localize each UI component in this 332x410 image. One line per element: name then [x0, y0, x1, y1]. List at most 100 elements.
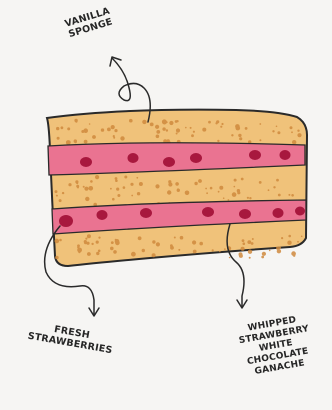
sponge-dot	[273, 186, 275, 188]
sponge-dot	[219, 251, 221, 253]
sponge-dot	[297, 241, 299, 243]
strawberry	[202, 207, 214, 217]
sponge-dot	[299, 135, 301, 137]
strawberry	[273, 208, 284, 218]
sponge-dot	[288, 194, 290, 196]
strawberry	[163, 157, 175, 167]
sponge-dot	[78, 251, 80, 253]
sponge-dot	[212, 249, 214, 251]
sponge-dot	[131, 195, 133, 197]
sponge-dot	[229, 257, 231, 259]
sponge-dot	[236, 126, 241, 131]
sponge-dot	[259, 181, 262, 184]
sponge-dot	[55, 239, 60, 244]
sponge-dot	[276, 247, 279, 250]
sponge-dot	[174, 237, 176, 239]
sponge-dot	[185, 127, 187, 129]
sponge-dot	[87, 234, 91, 238]
sponge-dot	[278, 194, 281, 197]
sponge-dot	[91, 243, 93, 245]
strawberry	[295, 207, 305, 216]
sponge-dot	[112, 198, 115, 201]
strawberry	[97, 210, 108, 220]
sponge-dot	[84, 187, 88, 191]
sponge-dot	[218, 191, 220, 193]
strawberry	[140, 208, 152, 218]
sponge-dot	[113, 250, 117, 254]
sponge-dot	[162, 127, 165, 130]
sponge-dot	[192, 240, 196, 244]
sponge-dot	[223, 197, 225, 199]
sponge-dot	[292, 140, 296, 144]
sponge-dot	[130, 183, 133, 186]
sponge-dot	[92, 135, 96, 139]
sponge-dot	[293, 255, 295, 257]
sponge-dot	[301, 236, 303, 238]
sponge-dot	[83, 128, 88, 133]
sponge-dot	[95, 175, 99, 179]
strawberry	[59, 215, 73, 227]
sponge-dot	[205, 188, 207, 190]
strawberry	[249, 150, 261, 160]
sponge-dot	[78, 246, 80, 248]
sponge-dot	[67, 127, 70, 130]
sponge-dot	[215, 122, 217, 124]
sponge-dot	[175, 120, 178, 123]
sponge-dot	[55, 190, 58, 193]
sponge-dot	[221, 123, 223, 125]
sponge-dot	[220, 126, 222, 128]
sponge-dot	[110, 188, 112, 190]
sponge-dot	[288, 235, 291, 238]
sponge-dot	[262, 252, 266, 256]
sponge-dot	[237, 191, 240, 194]
sponge-dot	[268, 189, 270, 191]
sponge-dot	[193, 131, 195, 133]
sponge-dot	[57, 137, 60, 140]
sponge-dot	[168, 182, 172, 186]
sponge-dot	[247, 240, 251, 244]
sponge-dot	[176, 133, 178, 135]
sponge-dot	[101, 128, 104, 131]
sponge-dot	[185, 191, 190, 196]
sponge-dot	[150, 123, 154, 127]
sponge-dot	[85, 238, 87, 240]
sponge-dot	[202, 128, 206, 132]
sponge-dot	[75, 121, 77, 123]
sponge-dot	[117, 194, 120, 197]
sponge-dot	[111, 125, 115, 129]
sponge-dot	[162, 119, 167, 124]
sponge-dot	[269, 250, 271, 252]
sponge-dot	[129, 119, 133, 123]
sponge-dot	[167, 190, 171, 194]
sponge-dot	[89, 186, 94, 191]
sponge-dot	[114, 129, 117, 132]
sponge-dot	[152, 253, 156, 257]
sponge-dot	[115, 241, 120, 246]
sponge-dot	[113, 137, 115, 139]
sponge-dot	[136, 177, 138, 179]
sponge-dot	[177, 189, 180, 192]
sponge-dot	[199, 242, 203, 246]
sponge-dot	[248, 250, 252, 254]
sponge-dot	[55, 256, 59, 260]
sponge-dot	[56, 195, 58, 197]
sponge-dot	[210, 187, 213, 190]
sponge-dot	[259, 123, 261, 125]
strawberry	[80, 157, 92, 167]
sponge-dot	[110, 247, 114, 251]
sponge-dot	[90, 180, 93, 183]
sponge-dot	[56, 127, 59, 130]
sponge-dot	[123, 186, 126, 189]
sponge-dot	[241, 247, 245, 251]
strawberry	[280, 150, 291, 160]
sponge-dot	[170, 246, 174, 250]
sponge-dot	[139, 182, 143, 186]
sponge-dot	[89, 123, 91, 125]
sponge-dot	[124, 176, 127, 179]
sponge-dot	[166, 129, 168, 131]
sponge-dot	[297, 130, 299, 132]
sponge-dot	[83, 186, 85, 188]
sponge-dot	[190, 127, 192, 129]
sponge-dot	[111, 241, 114, 244]
sponge-dot	[156, 135, 160, 139]
